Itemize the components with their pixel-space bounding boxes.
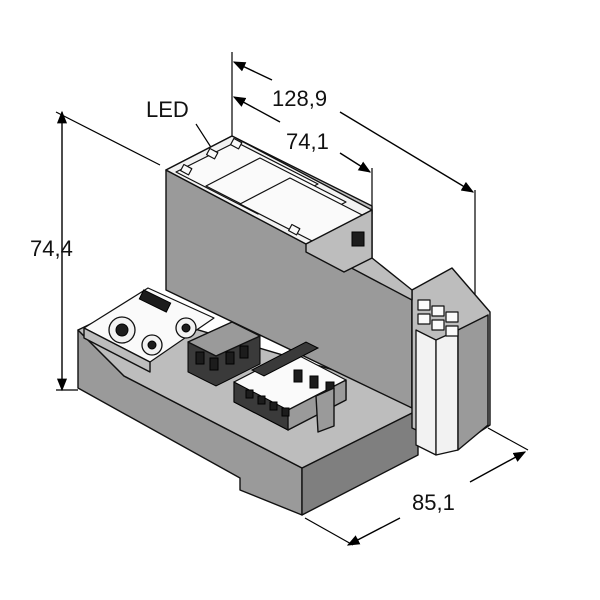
connector-pin: [245, 389, 254, 399]
led-indicator: [287, 223, 301, 236]
extension-terminal-grid: [417, 299, 459, 337]
extension-module-side: [457, 314, 489, 451]
terminal-screw: [209, 357, 219, 371]
terminal-screw: [195, 351, 205, 365]
overall-dimension-line-a: [232, 61, 273, 81]
terminal-cell: [445, 325, 459, 337]
extension-module-panel-1: [415, 329, 437, 456]
top-housing-slot: [351, 231, 365, 247]
led-label: LED: [146, 97, 189, 122]
service-port-round-2-center: [147, 340, 157, 350]
led-indicator: [179, 163, 193, 176]
top-housing-front: [305, 209, 373, 273]
connector-pin: [257, 395, 266, 405]
overall-length-label: 128,9: [272, 86, 327, 111]
connector-pin: [281, 407, 290, 417]
connector-latch: [293, 369, 303, 383]
connector-pin: [269, 401, 278, 411]
led-indicator: [229, 137, 243, 150]
terminal-cell: [417, 313, 431, 325]
terminal-cell: [445, 311, 459, 323]
led-indicator: [205, 147, 219, 160]
power-terminal-block: [187, 321, 261, 387]
service-port-round-1-center: [115, 323, 129, 337]
height-extension-top: [55, 111, 161, 166]
depth-label: 85,1: [412, 490, 455, 515]
gateway-device: [77, 135, 491, 516]
extension-module-panel-2: [435, 329, 459, 456]
terminal-cell: [431, 319, 445, 331]
terminal-screw: [239, 345, 249, 359]
depth-extension-right: [487, 427, 529, 451]
led-indicators: [179, 137, 301, 236]
overall-dimension-line-b: [339, 111, 475, 193]
terminal-cell: [431, 305, 445, 317]
fieldbus-connector: [233, 341, 347, 433]
module-length-label: 74,1: [286, 129, 329, 154]
depth-dimension-line-a: [346, 517, 401, 546]
service-port-round-3-center: [181, 323, 191, 333]
module-dimension-line-b: [339, 152, 372, 173]
connector-latch: [309, 375, 319, 389]
front-service-panel-edge: [83, 327, 151, 373]
terminal-screw: [225, 351, 235, 365]
height-label: 74,4: [30, 236, 73, 261]
depth-dimension-line-b: [469, 451, 527, 483]
dimension-lines: [55, 52, 529, 546]
dip-switch-block: [138, 289, 172, 313]
terminal-cell: [417, 299, 431, 311]
depth-extension-left: [304, 517, 354, 546]
connector-side-clip: [315, 387, 335, 433]
module-dimension-line-a: [232, 96, 281, 123]
